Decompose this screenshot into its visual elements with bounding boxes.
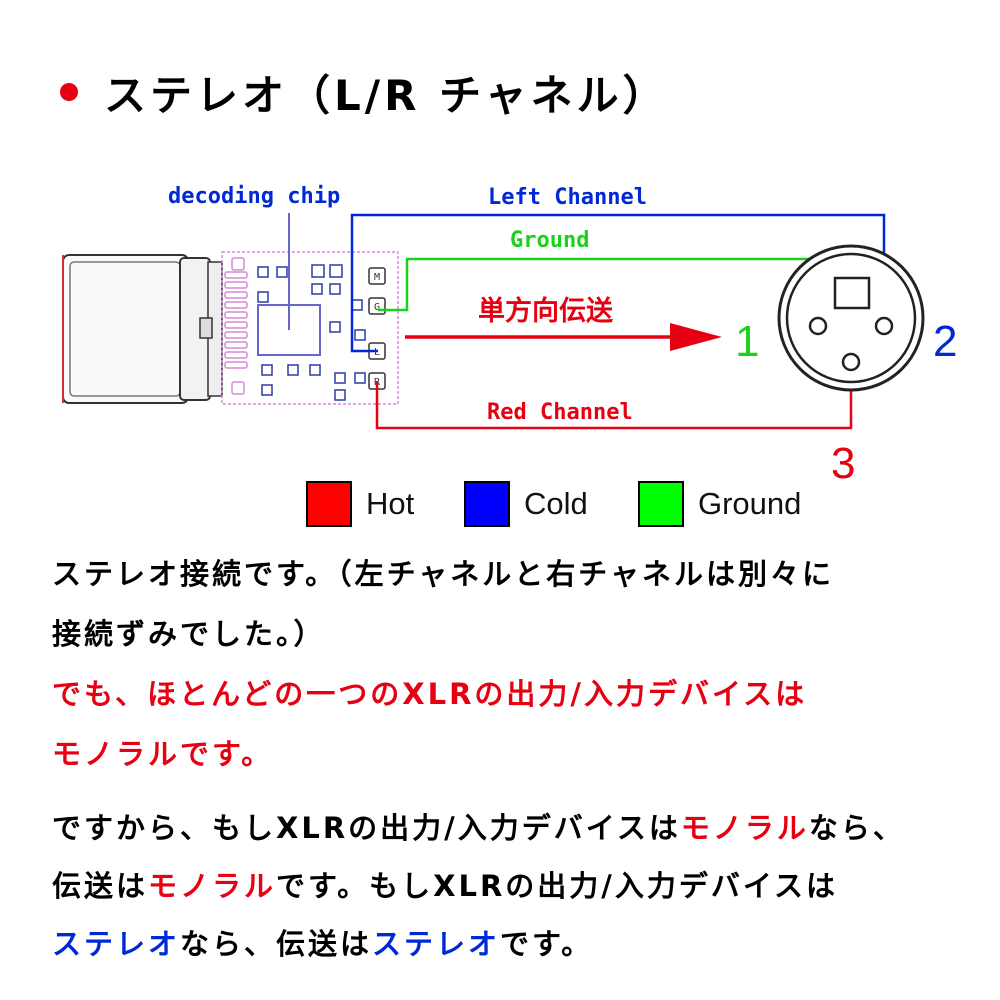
pin-1-label: 1 xyxy=(735,317,759,366)
pad-mark-l: L xyxy=(374,347,380,358)
paragraph-3-line-1: ですから、もしXLRの出力/入力デバイスはモノラルなら、 xyxy=(52,798,982,858)
legend-swatch-cold xyxy=(464,481,510,527)
p3-line2-text-a: 伝送は xyxy=(52,869,149,903)
pcb-board: M G L R xyxy=(221,251,399,405)
p3-line1-text-c: なら、 xyxy=(808,811,905,845)
p3-line3-stereo-c: ステレオ xyxy=(372,927,501,961)
paragraph-3-line-2: 伝送はモノラルです。もしXLRの出力/入力デバイスは xyxy=(52,856,982,916)
color-legend: Hot Cold Ground xyxy=(0,478,1000,530)
legend-label-cold: Cold xyxy=(524,486,588,521)
usb-c-plug-icon xyxy=(62,254,223,404)
one-way-transmission-label: 単方向伝送 xyxy=(478,295,613,327)
section-title-text: ステレオ（L/R チャネル） xyxy=(104,70,669,120)
xlr-connector-icon xyxy=(777,244,925,392)
p3-line1-text-a: ですから、もしXLRの出力/入力デバイスは xyxy=(52,811,681,845)
legend-swatch-ground xyxy=(638,481,684,527)
legend-label-hot: Hot xyxy=(366,486,415,521)
left-channel-label: Left Channel xyxy=(488,185,647,210)
pad-mark-g: G xyxy=(374,302,380,313)
p3-line3-text-d: です。 xyxy=(500,927,594,961)
decoding-chip-label: decoding chip xyxy=(168,184,340,209)
section-title: ステレオ（L/R チャネル） xyxy=(60,62,669,122)
one-way-arrow-icon xyxy=(405,323,722,351)
legend-item-cold: Cold xyxy=(464,478,588,530)
paragraph-1-line-2: 接続ずみでした。） xyxy=(52,617,326,651)
pin-3-label: 3 xyxy=(831,439,855,480)
legend-item-hot: Hot xyxy=(306,478,414,530)
ground-label: Ground xyxy=(510,228,589,253)
paragraph-2-line-2: モノラルです。 xyxy=(52,737,274,771)
p3-line3-stereo-a: ステレオ xyxy=(52,927,181,961)
red-channel-label: Red Channel xyxy=(487,400,633,425)
legend-label-ground: Ground xyxy=(698,486,802,521)
paragraph-2-line-1: でも、ほとんどの一つのXLRの出力/入力デバイスは xyxy=(52,677,808,711)
p3-line2-text-c: です。もしXLRの出力/入力デバイスは xyxy=(276,869,839,903)
legend-swatch-hot xyxy=(306,481,352,527)
p3-line1-mono: モノラル xyxy=(680,811,809,845)
p3-line2-mono: モノラル xyxy=(148,869,277,903)
left-channel-wire xyxy=(350,213,886,353)
p3-line3-text-b: なら、伝送は xyxy=(180,927,373,961)
wiring-diagram: M G L R decoding chip Left Channel Groun… xyxy=(62,184,957,480)
legend-item-ground: Ground xyxy=(638,478,801,530)
paragraph-1-line-1: ステレオ接続です。（左チャネルと右チャネルは別々に xyxy=(52,557,835,591)
red-channel-wire xyxy=(375,364,853,430)
red-bullet-icon xyxy=(60,83,78,101)
pad-mark-m: M xyxy=(374,272,380,283)
pin-2-label: 2 xyxy=(933,317,957,366)
paragraph-3-line-3: ステレオなら、伝送はステレオです。 xyxy=(52,914,982,974)
